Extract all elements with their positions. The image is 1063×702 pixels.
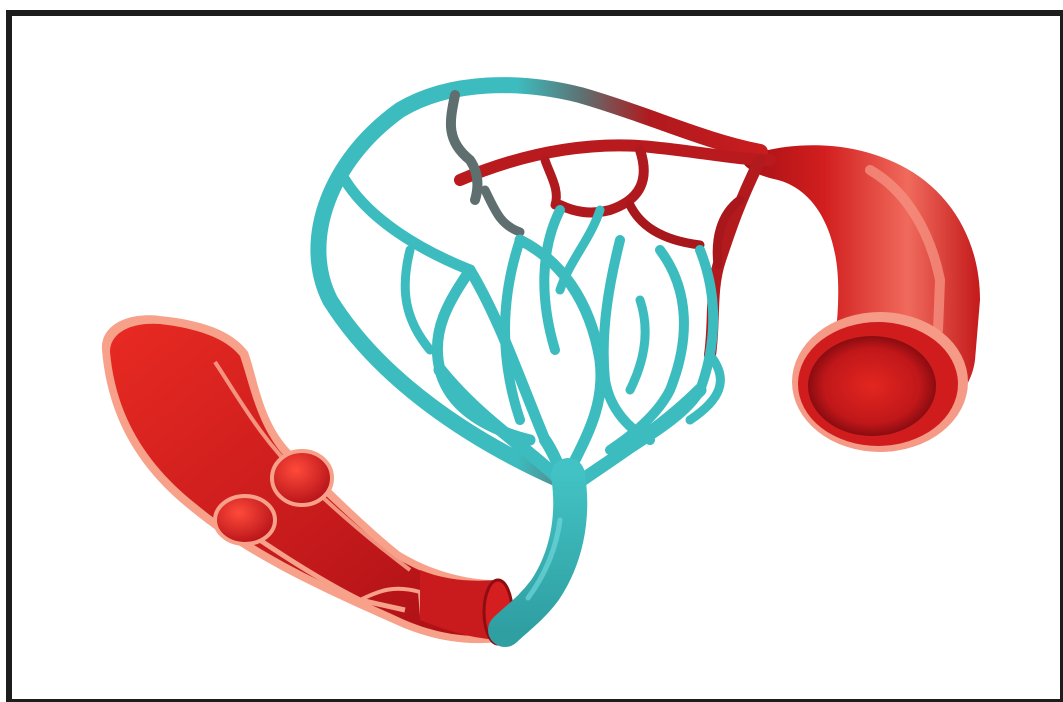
valve-upper	[272, 451, 332, 505]
left-vessel-cutaway	[102, 315, 512, 644]
valve-lower	[215, 496, 275, 544]
vessel-lumen	[808, 336, 936, 436]
right-vessel-open	[740, 145, 980, 452]
